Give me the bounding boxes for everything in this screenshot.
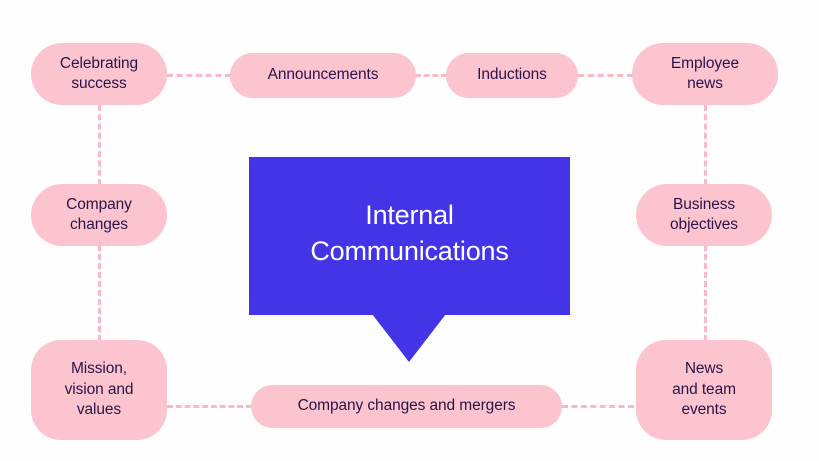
connector-company-changes-and-mergers-to-news-and-team-events	[562, 405, 634, 408]
node-mission-vision-values[interactable]: Mission, vision and values	[31, 340, 167, 440]
node-label: Company changes	[66, 195, 132, 233]
node-celebrating-success[interactable]: Celebrating success	[31, 43, 167, 105]
center-bubble-tail-icon	[372, 314, 446, 362]
connector-celebrating-success-to-company-changes	[98, 105, 101, 185]
node-label: Mission, vision and values	[64, 360, 134, 419]
node-business-objectives[interactable]: Business objectives	[636, 184, 772, 246]
center-bubble-body: Internal Communications	[249, 157, 570, 315]
connector-celebrating-success-to-announcements	[167, 74, 231, 77]
connector-employee-news-to-business-objectives	[704, 105, 707, 185]
node-label: Inductions	[477, 66, 547, 84]
connector-company-changes-to-mission-vision-values	[98, 245, 101, 341]
connector-inductions-to-employee-news	[578, 74, 633, 77]
node-label: Employee news	[670, 54, 740, 92]
node-inductions[interactable]: Inductions	[446, 53, 578, 98]
node-announcements[interactable]: Announcements	[230, 53, 416, 98]
connector-mission-vision-values-to-company-changes-and-mergers	[167, 405, 252, 408]
node-label: Celebrating success	[59, 54, 139, 92]
connector-business-objectives-to-news-and-team-events	[704, 245, 707, 341]
center-node-internal-communications: Internal Communications	[249, 157, 570, 363]
node-company-changes[interactable]: Company changes	[31, 184, 167, 246]
node-employee-news[interactable]: Employee news	[632, 43, 778, 105]
node-label: News and team events	[672, 360, 736, 419]
node-label: Announcements	[267, 66, 379, 84]
node-label: Business objectives	[670, 195, 738, 233]
node-company-changes-and-mergers[interactable]: Company changes and mergers	[251, 385, 562, 428]
connector-announcements-to-inductions	[415, 74, 447, 77]
node-label: Company changes and mergers	[297, 397, 516, 415]
node-news-and-team-events[interactable]: News and team events	[636, 340, 772, 440]
center-title: Internal Communications	[310, 200, 509, 266]
